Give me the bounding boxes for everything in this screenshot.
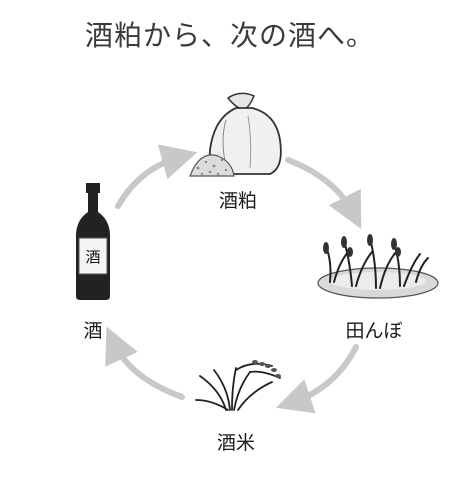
arrow-lees-to-paddy <box>285 157 362 230</box>
arrow-paddy-to-rice <box>275 344 359 414</box>
node-label-sake-rice: 酒米 <box>216 432 255 454</box>
node-label-rice-paddy: 田んぼ <box>345 320 403 342</box>
sake-lees-sack-icon <box>189 92 282 177</box>
arrow-rice-to-sake <box>105 326 185 400</box>
rice-paddy-icon <box>317 234 439 299</box>
sake-bottle-icon <box>76 183 110 300</box>
bottle-label-text: 酒 <box>85 248 100 266</box>
rice-plant-icon <box>195 360 281 411</box>
node-label-sake: 酒 <box>83 320 103 342</box>
diagram-title: 酒粕から、次の酒へ。 <box>84 19 375 52</box>
arrow-sake-to-lees <box>115 144 198 209</box>
node-label-sake-lees: 酒粕 <box>218 190 257 212</box>
